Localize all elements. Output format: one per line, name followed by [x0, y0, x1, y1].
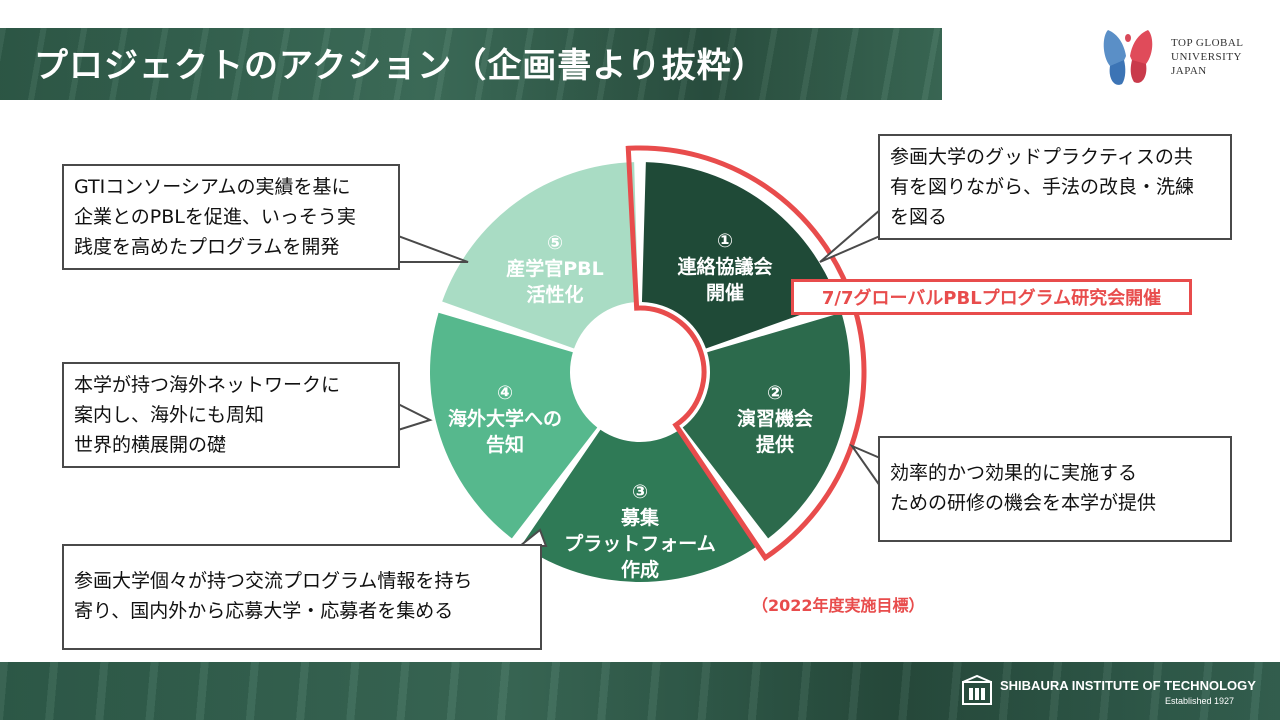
shibaura-emblem-icon — [962, 674, 992, 705]
callout-4: 本学が持つ海外ネットワークに 案内し、海外にも周知 世界的横展開の礎 — [62, 362, 400, 468]
segment-2 — [682, 312, 850, 539]
segment-label-1: ① 連絡協議会 開催 — [677, 230, 773, 304]
callout-3: 参画大学個々が持つ交流プログラム情報を持ち 寄り、国内外から応募大学・応募者を集… — [62, 544, 542, 650]
butterfly-left-lower — [1109, 60, 1126, 85]
segment-1 — [641, 162, 838, 349]
title-bar: プロジェクトのアクション（企画書より抜粋） — [0, 28, 942, 100]
butterfly-right-lower — [1130, 60, 1147, 83]
segment-label-5: ⑤ 産学官PBL 活性化 — [506, 232, 604, 306]
butterfly-right-wing — [1130, 30, 1153, 68]
footer-bar — [0, 662, 1280, 720]
segment-label-3: ③ 募集 プラットフォーム 作成 — [564, 481, 716, 581]
highlight-label: 7/7グローバルPBLプログラム研究会開催 — [791, 279, 1192, 315]
segment-4 — [430, 312, 598, 539]
footer-institution-name: SHIBAURA INSTITUTE OF TECHNOLOGY — [1000, 678, 1256, 693]
butterfly-left-wing — [1103, 30, 1126, 70]
segment-5 — [442, 162, 639, 349]
segment-label-4: ④ 海外大学への 告知 — [447, 382, 562, 456]
callout-2: 効率的かつ効果的に実施する ための研修の機会を本学が提供 — [878, 436, 1232, 542]
callout-5: GTIコンソーシアムの実績を基に 企業とのPBLを促進、いっそう実 践度を高めた… — [62, 164, 400, 270]
segment-3 — [521, 429, 759, 582]
segment-label-2: ② 演習機会 提供 — [736, 382, 813, 456]
callout-1: 参画大学のグッドプラクティスの共 有を図りながら、手法の改良・洗練 を図る — [878, 134, 1232, 240]
tgu-logo-text: TOP GLOBAL UNIVERSITY JAPAN — [1171, 37, 1244, 77]
footer-established: Established 1927 — [1165, 696, 1235, 706]
page-title: プロジェクトのアクション（企画書より抜粋） — [34, 46, 767, 86]
pointer-5 — [397, 234, 469, 263]
pointer-2 — [849, 443, 881, 490]
pointer-4 — [397, 402, 433, 432]
top-global-university-logo — [1103, 30, 1153, 85]
butterfly-body — [1125, 34, 1131, 42]
pointer-1 — [819, 207, 881, 263]
goal-text: （2022年度実施目標） — [752, 596, 925, 615]
highlight-outline — [625, 145, 867, 562]
